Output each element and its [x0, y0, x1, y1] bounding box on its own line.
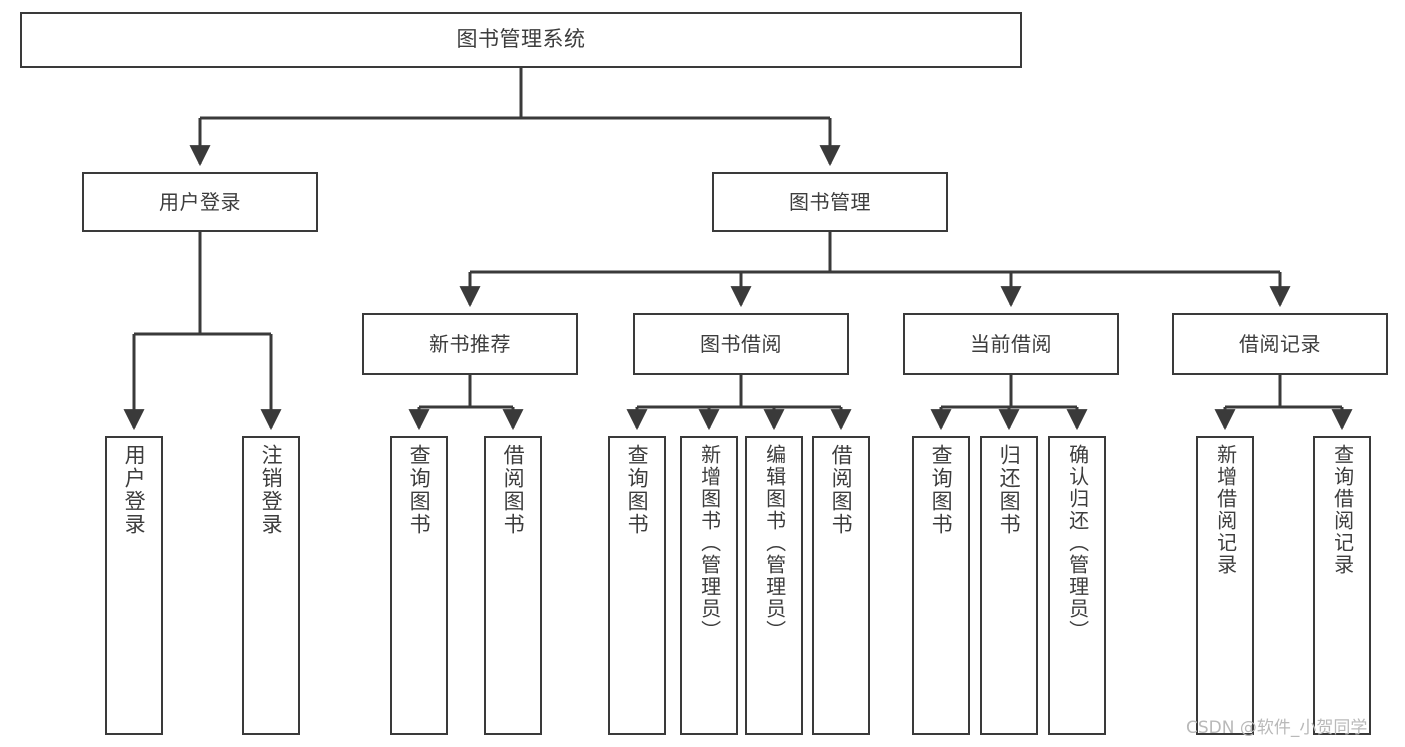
node-label: 新增借阅记录 — [1213, 444, 1238, 576]
node-label: 注销登录 — [259, 444, 284, 536]
leaf-borrow-query-book[interactable]: 查询图书 — [608, 436, 666, 735]
node-book-borrow[interactable]: 图书借阅 — [633, 313, 849, 375]
node-label: 新书推荐 — [429, 331, 511, 356]
node-borrow-records[interactable]: 借阅记录 — [1172, 313, 1388, 375]
node-label: 查询图书 — [625, 444, 650, 536]
node-new-book-recommend[interactable]: 新书推荐 — [362, 313, 578, 375]
leaf-borrow-borrow-book[interactable]: 借阅图书 — [812, 436, 870, 735]
csdn-watermark: CSDN @软件_小贺同学 — [1186, 718, 1368, 738]
node-label: 图书借阅 — [700, 331, 782, 356]
leaf-user-login-login[interactable]: 用户登录 — [105, 436, 163, 735]
leaf-borrow-add-book-admin[interactable]: 新增图书（管理员） — [680, 436, 738, 735]
node-label: 图书管理 — [789, 189, 871, 214]
node-label: 查询图书 — [407, 444, 432, 536]
leaf-borrow-edit-book-admin[interactable]: 编辑图书（管理员） — [745, 436, 803, 735]
node-label: 归还图书 — [997, 444, 1022, 536]
node-label: 借阅记录 — [1239, 331, 1321, 356]
leaf-current-confirm-return-admin[interactable]: 确认归还（管理员） — [1048, 436, 1106, 735]
leaf-recommend-query-book[interactable]: 查询图书 — [390, 436, 448, 735]
node-label: 当前借阅 — [970, 331, 1052, 356]
node-label: 图书管理系统 — [456, 27, 586, 52]
node-current-borrow[interactable]: 当前借阅 — [903, 313, 1119, 375]
node-label: 用户登录 — [122, 444, 147, 536]
node-label: 借阅图书 — [829, 444, 854, 536]
node-label: 新增图书（管理员） — [697, 444, 722, 642]
leaf-recommend-borrow-book[interactable]: 借阅图书 — [484, 436, 542, 735]
node-label: 借阅图书 — [501, 444, 526, 536]
node-label: 编辑图书（管理员） — [762, 444, 787, 642]
leaf-records-query-record[interactable]: 查询借阅记录 — [1313, 436, 1371, 735]
leaf-records-add-record[interactable]: 新增借阅记录 — [1196, 436, 1254, 735]
node-book-management[interactable]: 图书管理 — [712, 172, 948, 232]
leaf-current-return-book[interactable]: 归还图书 — [980, 436, 1038, 735]
node-user-login[interactable]: 用户登录 — [82, 172, 318, 232]
node-label: 查询借阅记录 — [1330, 444, 1355, 576]
leaf-user-login-logout[interactable]: 注销登录 — [242, 436, 300, 735]
node-root-system[interactable]: 图书管理系统 — [20, 12, 1022, 68]
node-label: 用户登录 — [159, 189, 241, 214]
node-label: 查询图书 — [929, 444, 954, 536]
leaf-current-query-book[interactable]: 查询图书 — [912, 436, 970, 735]
node-label: 确认归还（管理员） — [1065, 444, 1090, 642]
